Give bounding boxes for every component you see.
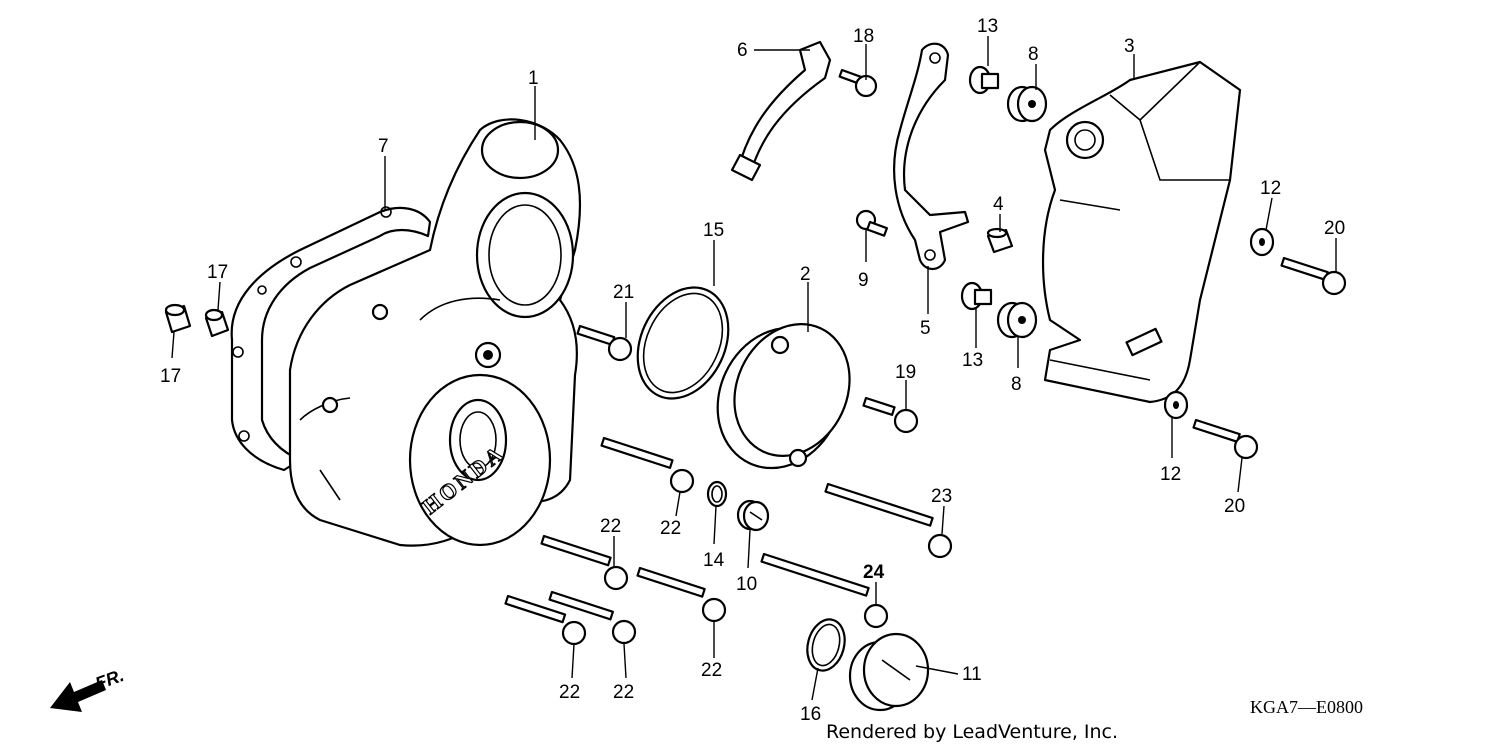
callout-22-e: 22 [613, 682, 634, 703]
callout-8-lower: 8 [1011, 374, 1022, 395]
bolt-part-20-upper [1280, 256, 1347, 296]
callout-11: 11 [962, 664, 982, 685]
callout-14: 14 [703, 550, 725, 571]
callout-13-lower: 13 [962, 350, 983, 371]
callout-18: 18 [853, 26, 874, 47]
callout-22-c: 22 [701, 660, 722, 681]
callout-9: 9 [858, 270, 869, 291]
callout-21: 21 [613, 282, 634, 303]
clip-plate-part-6 [730, 40, 832, 182]
callout-22-d: 22 [559, 682, 580, 703]
callout-16: 16 [800, 704, 821, 725]
bolt-part-22-b [540, 534, 629, 591]
grommet-part-8-lower [996, 301, 1038, 339]
callout-10: 10 [736, 574, 757, 595]
dowel-pins-part-17 [164, 303, 230, 338]
callout-2: 2 [800, 264, 811, 285]
callout-12-upper: 12 [1260, 178, 1281, 199]
callout-17-lower: 17 [160, 366, 181, 387]
bolt-part-24 [760, 552, 889, 629]
callout-15: 15 [703, 220, 724, 241]
callout-20-upper: 20 [1324, 218, 1345, 239]
bracket-part-5 [893, 42, 970, 271]
o-ring-part-14 [706, 480, 728, 508]
callout-8-upper: 8 [1028, 44, 1039, 65]
callout-13-upper: 13 [977, 16, 998, 37]
bolt-part-20-lower [1192, 418, 1259, 460]
callout-3: 3 [1124, 36, 1135, 57]
o-ring-part-15 [636, 286, 730, 400]
callout-12-lower: 12 [1160, 464, 1181, 485]
callout-22-b: 22 [600, 516, 621, 537]
drawing-code: KGA7—E0800 [1250, 697, 1363, 717]
callout-17-upper: 17 [207, 262, 228, 283]
callout-24: 24 [863, 562, 885, 583]
callout-4: 4 [993, 194, 1004, 215]
leader-lines [171, 36, 1337, 701]
washer-part-12-lower [1163, 390, 1189, 420]
callout-19: 19 [895, 362, 916, 383]
render-credit: Rendered by LeadVenture, Inc. [826, 721, 1118, 743]
washer-part-12-upper [1249, 227, 1275, 257]
callout-labels: 1 2 3 4 5 6 7 8 8 9 10 11 12 12 13 13 14… [160, 16, 1345, 725]
bolt-part-19 [862, 396, 919, 434]
o-ring-part-16 [806, 618, 846, 672]
cover-cap-part-2 [716, 323, 851, 470]
callout-23: 23 [931, 486, 952, 507]
front-direction-arrow: FR. [50, 665, 127, 712]
plug-part-10 [736, 499, 770, 532]
gasket-part-7 [230, 206, 432, 472]
bolt-part-21 [576, 324, 633, 362]
plug-part-11 [848, 632, 930, 712]
crankcase-cover-part-1: HONDA [288, 118, 582, 547]
bolt-part-22-a [600, 436, 695, 494]
collar-part-13-upper [968, 65, 1000, 95]
direction-label: FR. [93, 665, 127, 694]
grommet-part-8-upper [1006, 85, 1048, 123]
bolt-part-23 [824, 482, 953, 559]
bolt-part-18 [838, 68, 878, 98]
bolt-part-9 [855, 209, 889, 237]
sprocket-cover-part-3 [1041, 60, 1242, 404]
callout-7: 7 [378, 136, 389, 157]
bolt-part-22-e [548, 590, 637, 645]
callout-5: 5 [920, 318, 931, 339]
bolt-part-22-c [636, 566, 727, 623]
bushing-part-4 [986, 227, 1014, 254]
collar-part-13-lower [960, 281, 993, 311]
callout-6: 6 [737, 40, 748, 61]
callout-1: 1 [528, 68, 539, 89]
callout-22-a: 22 [660, 518, 681, 539]
callout-20-lower: 20 [1224, 496, 1245, 517]
